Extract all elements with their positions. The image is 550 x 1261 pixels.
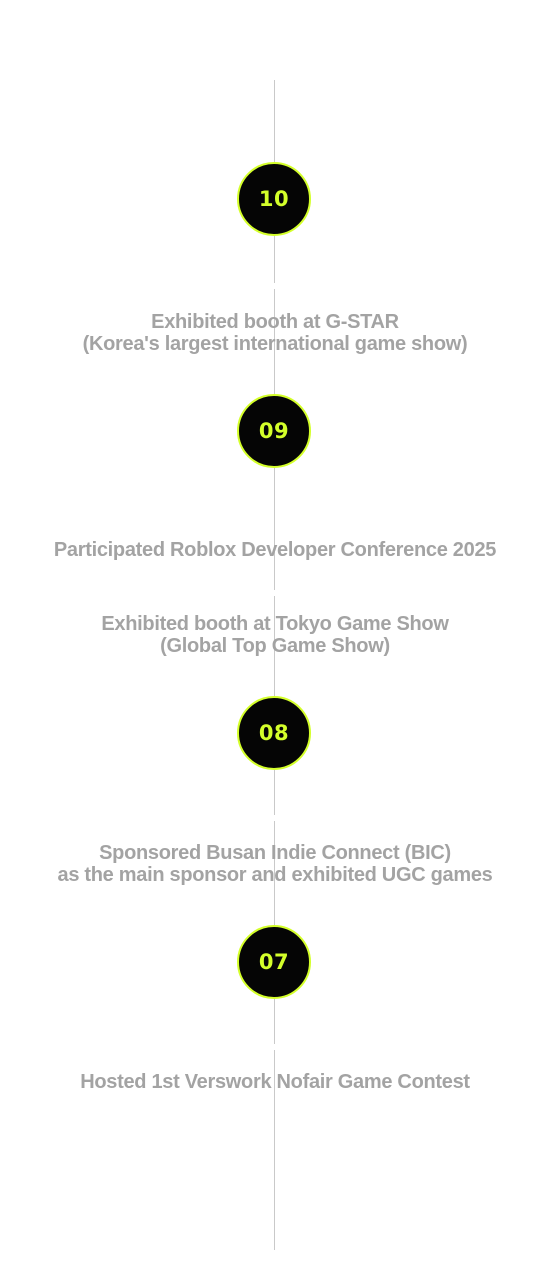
- month-label: 08: [258, 721, 290, 745]
- month-badge-07: 07: [237, 925, 311, 999]
- timeline-axis-line: [274, 80, 275, 1250]
- month-label: 07: [258, 950, 290, 974]
- month-label: 09: [258, 419, 290, 443]
- event-text-line: Exhibited booth at Tokyo Game Show: [101, 613, 449, 635]
- axis-line-break: [272, 1044, 277, 1050]
- event-text-line: Participated Roblox Developer Conference…: [53, 539, 497, 561]
- axis-line-break: [272, 283, 277, 289]
- axis-line-break: [272, 815, 277, 821]
- month-badge-10: 10: [237, 162, 311, 236]
- event-game-contest: Hosted 1st Verswork Nofair Game Contest: [0, 1071, 550, 1093]
- month-label: 10: [258, 187, 290, 211]
- event-text-line: as the main sponsor and exhibited UGC ga…: [57, 864, 493, 886]
- axis-line-break: [272, 590, 277, 596]
- event-text-line: Sponsored Busan Indie Connect (BIC): [99, 842, 451, 864]
- event-text-line: Hosted 1st Verswork Nofair Game Contest: [80, 1071, 470, 1093]
- month-badge-08: 08: [237, 696, 311, 770]
- event-text-line: (Global Top Game Show): [160, 635, 390, 657]
- event-busan-indie-connect: Sponsored Busan Indie Connect (BIC) as t…: [0, 842, 550, 886]
- month-badge-09: 09: [237, 394, 311, 468]
- event-text-line: Exhibited booth at G-STAR: [151, 311, 399, 333]
- event-roblox-conference: Participated Roblox Developer Conference…: [0, 539, 550, 561]
- event-tokyo-game-show: Exhibited booth at Tokyo Game Show (Glob…: [0, 613, 550, 657]
- event-text-line: (Korea's largest international game show…: [82, 333, 468, 355]
- event-gstar: Exhibited booth at G-STAR (Korea's large…: [0, 311, 550, 355]
